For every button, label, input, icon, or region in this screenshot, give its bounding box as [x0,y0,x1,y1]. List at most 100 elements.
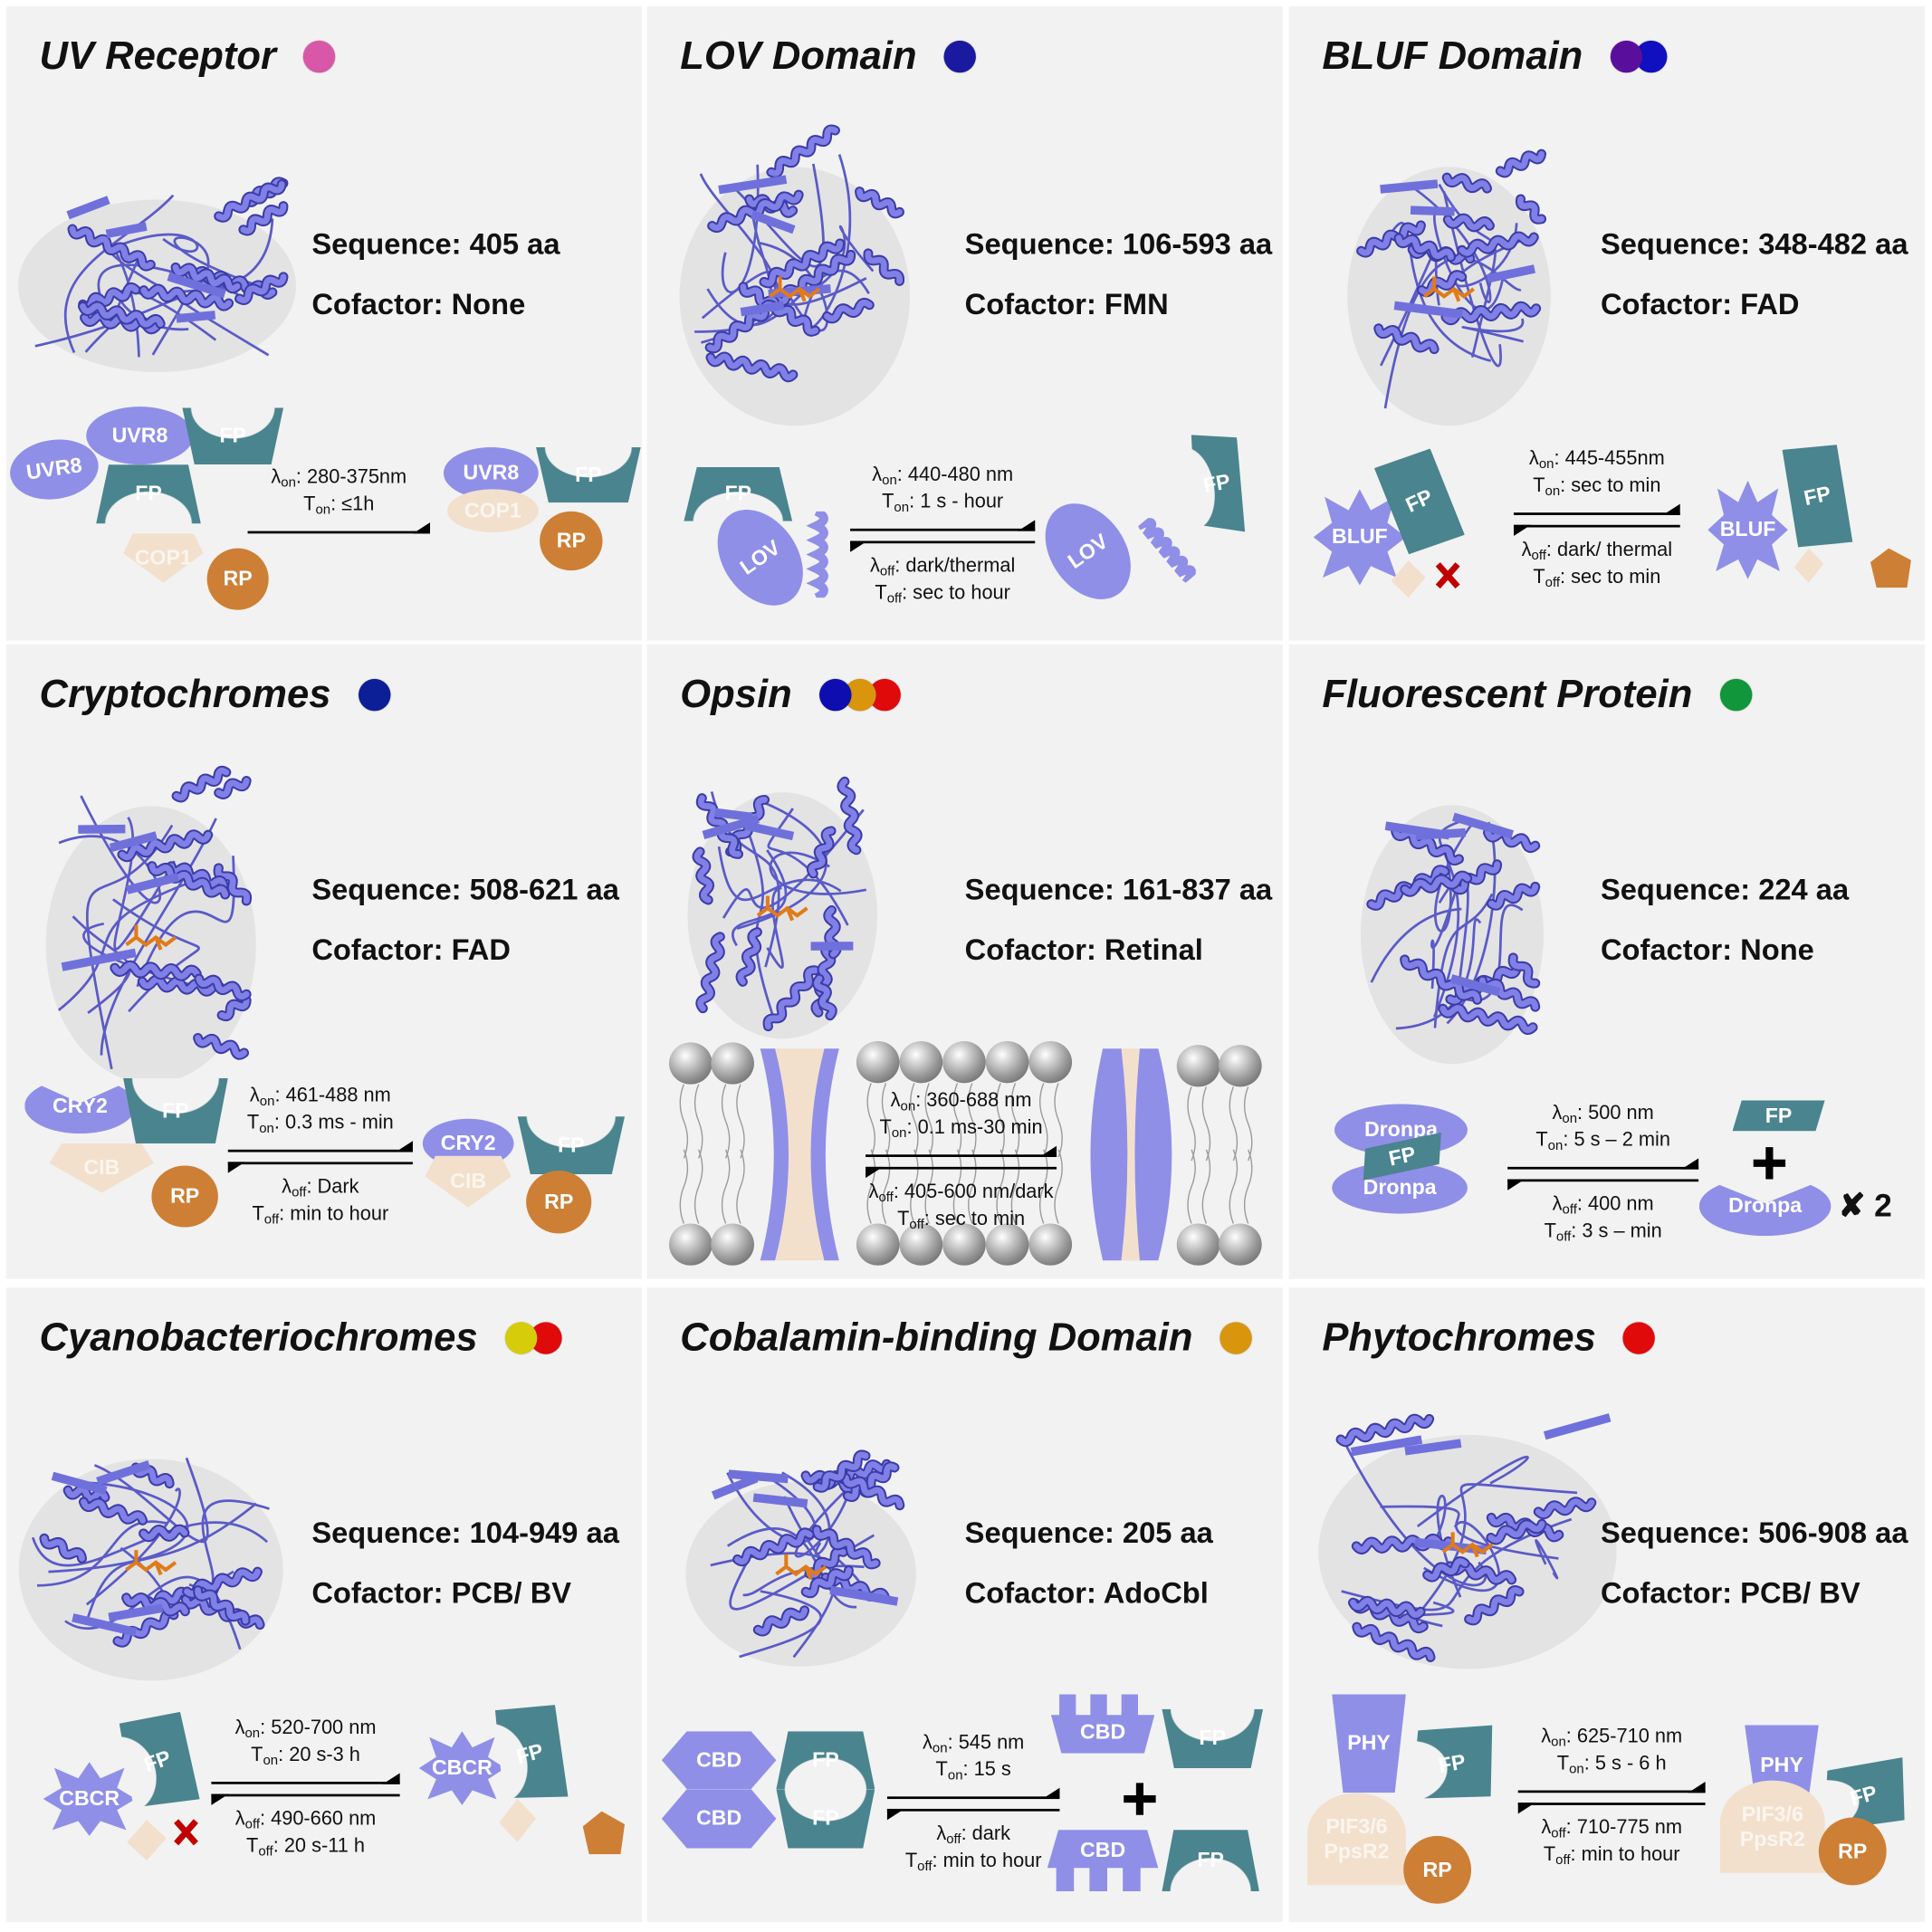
loop [1383,256,1522,409]
helix [808,827,835,877]
lambda-on-symbol: λ [271,466,282,488]
lipid-tail [1243,1086,1253,1162]
lambda-off-subscript: off [879,564,895,579]
beta-strand [126,873,179,894]
protein-label: RP [544,1190,574,1214]
helix [1485,829,1539,852]
helix [166,861,229,891]
t-on-symbol: T [1556,1753,1570,1774]
t-off-symbol: T [246,1835,259,1858]
light-color-dots [1622,1321,1656,1354]
channel-open-helix [1090,1048,1128,1261]
light-color-dot [1719,678,1752,711]
reverse-arrow [850,540,1036,552]
helix [111,961,200,980]
lambda-on-symbol: λ [923,1732,933,1754]
t-on-subscript: on [1569,1762,1584,1777]
lambda-on: λon: 360-688 nm [891,1088,1032,1115]
lambda-on-symbol: λ [234,1717,245,1739]
helix [1368,866,1449,909]
channel-closed-helix [760,1048,789,1261]
helix [112,1608,179,1648]
lambda-off: λoff: Dark [282,1174,359,1201]
lambda-off-symbol: λ [869,555,880,577]
helix [80,302,164,328]
cofactor: Cofactor: AdoCbl [964,1577,1209,1611]
helix [806,826,837,879]
cop1-dark-state: COP1 [123,533,204,583]
panel-title: Fluorescent Protein [1322,671,1693,716]
loop [1341,1517,1573,1612]
helix [842,1475,904,1509]
lipid-tail [1187,1149,1196,1224]
loop [113,817,176,951]
pif3-6-dark-state: PIF3/6 PpsR2 [1307,1793,1406,1886]
helix [1424,1558,1468,1581]
t-off: Toff: min to hour [1544,1842,1680,1870]
helix [170,262,243,294]
lambda-off-value: : dark/thermal [894,555,1016,577]
lambda-off-symbol: λ [868,1181,879,1203]
cbcr-dark-state: CBCR [43,1762,136,1836]
protein-label: COP1 [464,498,521,522]
lambda-off-symbol: λ [1521,540,1532,561]
forward-arrow [1513,503,1680,515]
plus-icon [1124,1783,1156,1815]
helix [740,283,819,335]
linker-spring-icon [806,511,828,598]
helix [1392,827,1462,864]
helix [146,1584,217,1608]
helix [214,179,287,223]
fp-dark-state: FP [96,464,201,524]
protein-label: LOV [1063,529,1113,573]
helix [1442,213,1495,233]
loop [694,173,780,333]
beta-strand [109,831,158,853]
helix [802,1567,852,1597]
lambda-on: λon: 440-480 nm [872,462,1013,489]
lambda-off-value: : dark/ thermal [1545,540,1673,561]
helix [814,975,836,1019]
plus-icon [1753,1147,1786,1180]
loop [97,263,239,326]
cofactor: Cofactor: PCB/ BV [311,1577,572,1611]
t-on-subscript: on [263,1753,279,1769]
helix [1373,323,1439,355]
cbd-dark-state: CBD [661,1731,777,1790]
helix [693,848,713,904]
cofactor-molecule [769,276,821,302]
light-color-dots [1610,40,1667,72]
light-color-dot [1219,1321,1252,1354]
t-on: Ton: 20 s-3 h [251,1742,360,1769]
beta-strand [96,1460,151,1486]
title-row: Phytochromes [1322,1315,1656,1360]
cofactor: Cofactor: Retinal [964,933,1203,968]
cofactor: Cofactor: None [1600,933,1814,968]
protein-label: PIF3/6 PpsR2 [1324,1814,1390,1863]
t-on-symbol: T [1535,1130,1548,1152]
helix [41,1535,85,1562]
title-row: Cobalamin-binding Domain [680,1315,1252,1360]
loop [726,1527,857,1609]
loop [767,808,849,926]
loop [1442,191,1502,368]
helix [842,1461,900,1502]
ligand-diamond-icon [127,1820,167,1861]
lambda-off: λoff: 400 nm [1553,1191,1654,1219]
helix [697,795,741,857]
lipid-head [856,1041,900,1084]
helix [1457,231,1539,258]
lambda-off-value: : 710-775 nm [1565,1817,1682,1839]
helix [806,1547,846,1578]
beta-strand [1404,1439,1462,1456]
lipid-head [942,1041,986,1084]
helix [820,1572,891,1603]
helix [1535,1498,1595,1518]
helix [213,863,253,906]
t-off-value: : sec to min [1560,567,1661,588]
panel-title: Phytochromes [1322,1315,1596,1360]
beta-strand [176,311,216,323]
